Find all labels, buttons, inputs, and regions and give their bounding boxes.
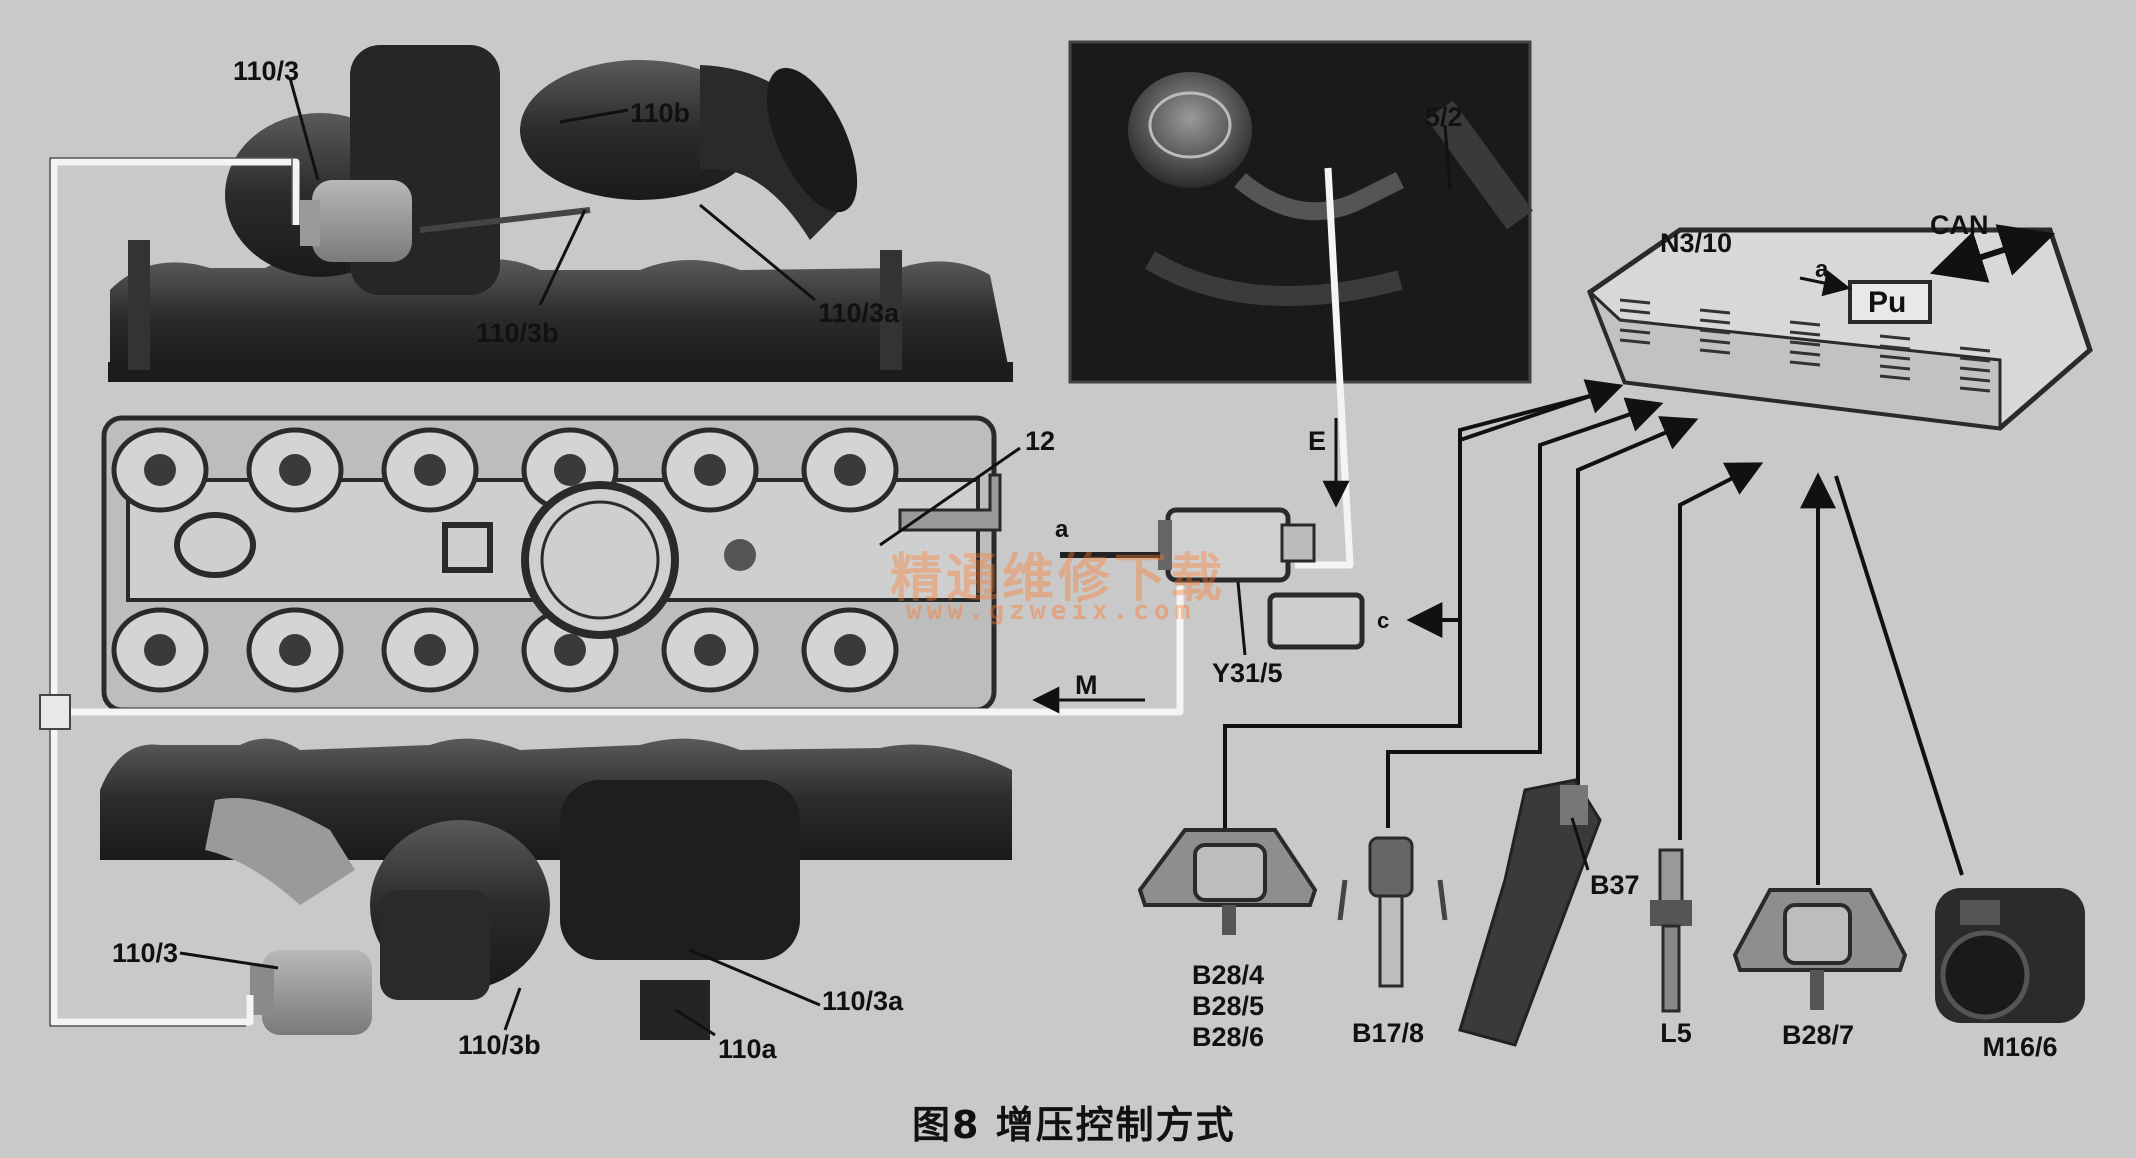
watermark-url: www.gzweix.com [906, 596, 1196, 626]
label-n3-10: N3/10 [1660, 228, 1733, 258]
ecu-pin [1619, 298, 1651, 305]
label-b28-group: B28/4 B28/5 B28/6 [1192, 962, 1264, 1051]
ecu-pin [1699, 308, 1731, 315]
label-can: CAN [1930, 210, 1989, 240]
photo-inset [1068, 40, 1533, 384]
ecu-pin [1699, 348, 1731, 355]
label-a-valve: a [1055, 516, 1069, 543]
boss-hole [834, 454, 866, 486]
sensor-b28-4 [1137, 828, 1318, 935]
boss-hole [144, 454, 176, 486]
boss-hole [279, 454, 311, 486]
ecu-pin [1959, 386, 1991, 393]
ecu-pin [1789, 360, 1821, 367]
vacuum-line-outline [49, 157, 293, 1027]
boss-hole [554, 454, 586, 486]
ecu-pin [1619, 328, 1651, 335]
label-110-3b-top: 110/3b [476, 318, 559, 348]
label-b28-4: B28/4 [1191, 960, 1265, 990]
vacuum-line [50, 158, 1354, 1026]
boss-hole [144, 634, 176, 666]
label-l5: L5 [1660, 1018, 1692, 1048]
sensor-b28-7 [1732, 888, 1908, 1010]
control-unit [1586, 224, 2093, 431]
label-110-3-top: 110/3 [233, 56, 300, 86]
label-m: M [1075, 670, 1098, 700]
ecu-pin [1619, 338, 1651, 345]
figure-caption: 图8 增压控制方式 [912, 1103, 1236, 1147]
label-12: 12 [1025, 426, 1056, 456]
label-y31-5: Y31/5 [1212, 658, 1283, 688]
ecu-pin [1699, 338, 1731, 345]
label-b17-8: B17/8 [1351, 1018, 1425, 1048]
boss-hole [694, 454, 726, 486]
solenoid-valve [1060, 507, 1365, 650]
throttle-actuator-m16-6 [1935, 888, 2085, 1023]
boss-hole [694, 634, 726, 666]
top-turbocharger [108, 45, 1013, 382]
label-110-3-bottom: 110/3 [112, 938, 179, 968]
cylinder-bosses [111, 427, 899, 693]
label-110-3a-top: 110/3a [818, 298, 900, 328]
ecu-connector-pins [1619, 298, 1991, 393]
pedal-sensor-b37 [1458, 778, 1602, 1047]
label-c-valve: c [1377, 608, 1390, 633]
label-b28-7: B28/7 [1781, 1020, 1855, 1050]
boss-hole [414, 454, 446, 486]
label-e: E [1308, 426, 1327, 456]
sensor-l5 [1650, 848, 1692, 1013]
label-110b: 110b [630, 98, 691, 128]
label-5-2: 5/2 [1425, 102, 1463, 132]
ecu-pin [1959, 346, 1991, 353]
ecu-pin [1879, 344, 1911, 351]
label-pu: Pu [1868, 286, 1907, 319]
leader-lines [179, 77, 1590, 1037]
ecu-pin [1879, 374, 1911, 381]
engine-intake-head [101, 415, 1002, 713]
ecu-pin [1789, 320, 1821, 327]
ecu-pin [1959, 376, 1991, 383]
t-junction [39, 694, 71, 730]
ecu-pin [1789, 340, 1821, 347]
boss-hole [554, 634, 586, 666]
boss-hole [834, 634, 866, 666]
label-b28-6: B28/6 [1191, 1022, 1265, 1052]
label-b28-5: B28/5 [1191, 991, 1265, 1021]
ecu-pin [1699, 318, 1731, 325]
ecu-pin [1879, 354, 1911, 361]
ecu-pin [1619, 308, 1651, 315]
bottom-turbocharger [100, 738, 1012, 1040]
watermark-text: 精通维修下载 [890, 548, 1227, 609]
label-b37: B37 [1590, 870, 1640, 900]
ecu-pin [1699, 328, 1731, 335]
ecu-pin [1879, 334, 1911, 341]
ecu-pin [1879, 364, 1911, 371]
ecu-pin [1619, 318, 1651, 325]
ecu-pin [1789, 330, 1821, 337]
label-110a: 110a [718, 1034, 777, 1064]
boss-hole [414, 634, 446, 666]
label-110-3a-bottom: 110/3a [822, 986, 904, 1016]
signal-lines [1223, 379, 1964, 885]
ecu-pin [1959, 356, 1991, 363]
label-110-3b-bottom: 110/3b [458, 1030, 541, 1060]
ecu-pin [1789, 350, 1821, 357]
boss-hole [279, 634, 311, 666]
sensor-b17-8 [1337, 836, 1448, 988]
ecu-pin [1959, 366, 1991, 373]
label-m16-6: M16/6 [1982, 1032, 2058, 1062]
label-a-ecu: a [1815, 256, 1829, 283]
